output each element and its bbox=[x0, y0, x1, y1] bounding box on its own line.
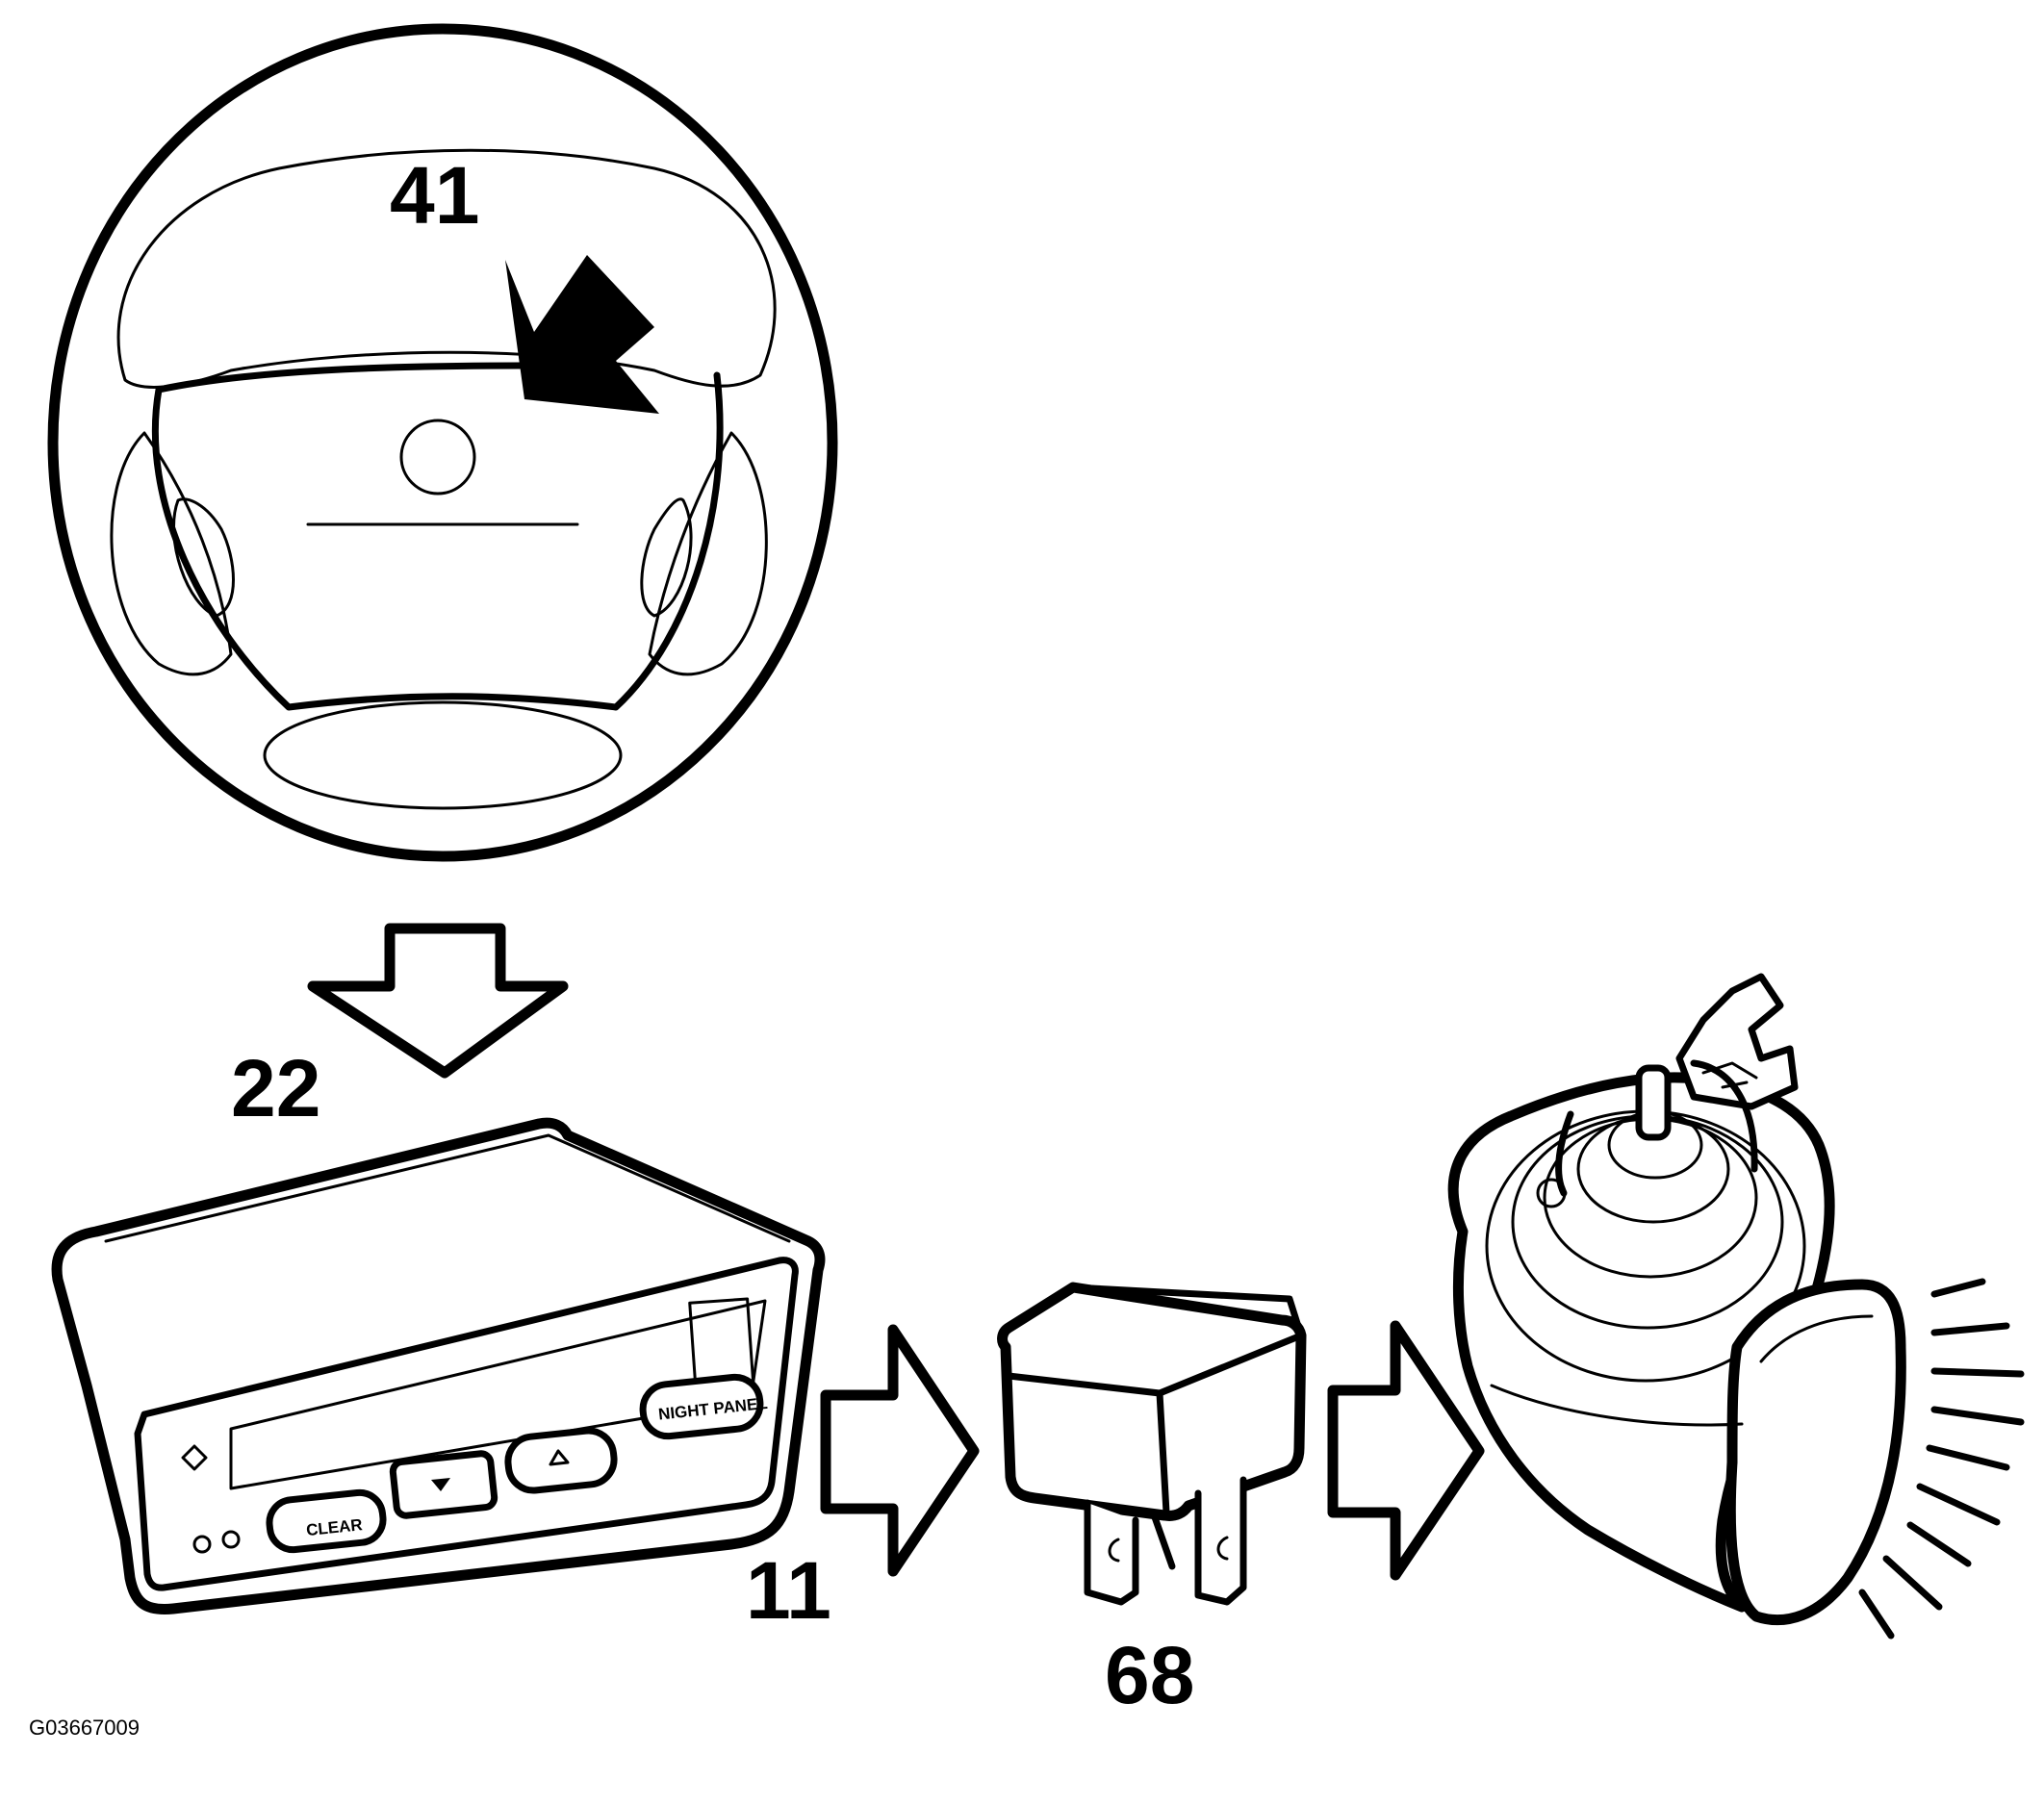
steering-wheel-bottom-pad bbox=[263, 700, 623, 810]
flow-arrow-to-horn bbox=[1327, 1320, 1485, 1581]
horn-flare-groove bbox=[1490, 1384, 1744, 1427]
horn-wire-left bbox=[1555, 1110, 1574, 1197]
horn-mounting-bracket bbox=[1675, 973, 1799, 1110]
relay-terminal-left-mark bbox=[1108, 1538, 1120, 1563]
left-spoke-pad bbox=[110, 431, 233, 676]
up-button[interactable] bbox=[504, 1427, 618, 1494]
clear-button[interactable]: CLEAR bbox=[266, 1488, 387, 1554]
horn-flare-inner bbox=[1759, 1314, 1874, 1363]
steering-wheel-top-pad bbox=[116, 148, 777, 389]
down-flow-arrow bbox=[307, 923, 569, 1079]
display-unit-front-bezel bbox=[134, 1257, 799, 1591]
callout-68: 68 bbox=[1105, 1630, 1194, 1720]
horn bbox=[1447, 973, 2025, 1640]
status-led-1 bbox=[192, 1535, 212, 1554]
display-unit-housing bbox=[51, 1117, 826, 1615]
relay bbox=[997, 1282, 1307, 1606]
flow-arrow-to-relay bbox=[820, 1324, 980, 1577]
up-triangle-icon bbox=[549, 1449, 570, 1466]
wheel-center-emblem bbox=[399, 419, 476, 496]
callout-41: 41 bbox=[390, 150, 479, 241]
status-led-2 bbox=[221, 1530, 241, 1549]
night-panel-button[interactable]: NIGHT PANEL bbox=[639, 1373, 769, 1440]
horn-trumpet-flare bbox=[1725, 1279, 1906, 1626]
display-diamond-icon bbox=[181, 1444, 208, 1471]
horn-center-post bbox=[1635, 1064, 1672, 1141]
right-spoke-pad bbox=[648, 431, 768, 676]
steering-wheel: 41 bbox=[47, 23, 838, 862]
airbag-outline bbox=[151, 362, 724, 711]
horn-screw bbox=[1536, 1178, 1567, 1208]
horn-press-arrow bbox=[505, 255, 659, 414]
relay-terminal-left bbox=[1084, 1499, 1139, 1606]
relay-terminal-right-mark bbox=[1216, 1536, 1229, 1561]
relay-side-top-edge bbox=[1156, 1332, 1305, 1397]
right-spoke-button bbox=[640, 497, 693, 618]
figure-id: G03667009 bbox=[29, 1716, 140, 1740]
left-spoke-button bbox=[172, 497, 235, 618]
callout-11: 11 bbox=[746, 1545, 831, 1636]
display-unit: CLEAR NIGHT PANEL bbox=[51, 1117, 826, 1615]
relay-corner-edge bbox=[1156, 1389, 1170, 1516]
horn-wire-right bbox=[1690, 1059, 1758, 1173]
relay-terminal-center bbox=[1151, 1513, 1176, 1570]
horn-sound-lines bbox=[1858, 1278, 2025, 1640]
callout-22: 22 bbox=[231, 1043, 320, 1133]
down-button[interactable] bbox=[389, 1450, 498, 1519]
relay-body bbox=[997, 1282, 1307, 1521]
relay-front-edge bbox=[1005, 1372, 1163, 1397]
down-triangle-icon bbox=[431, 1478, 450, 1491]
steering-wheel-rim bbox=[47, 23, 838, 862]
display-unit-top-seam bbox=[104, 1133, 791, 1243]
